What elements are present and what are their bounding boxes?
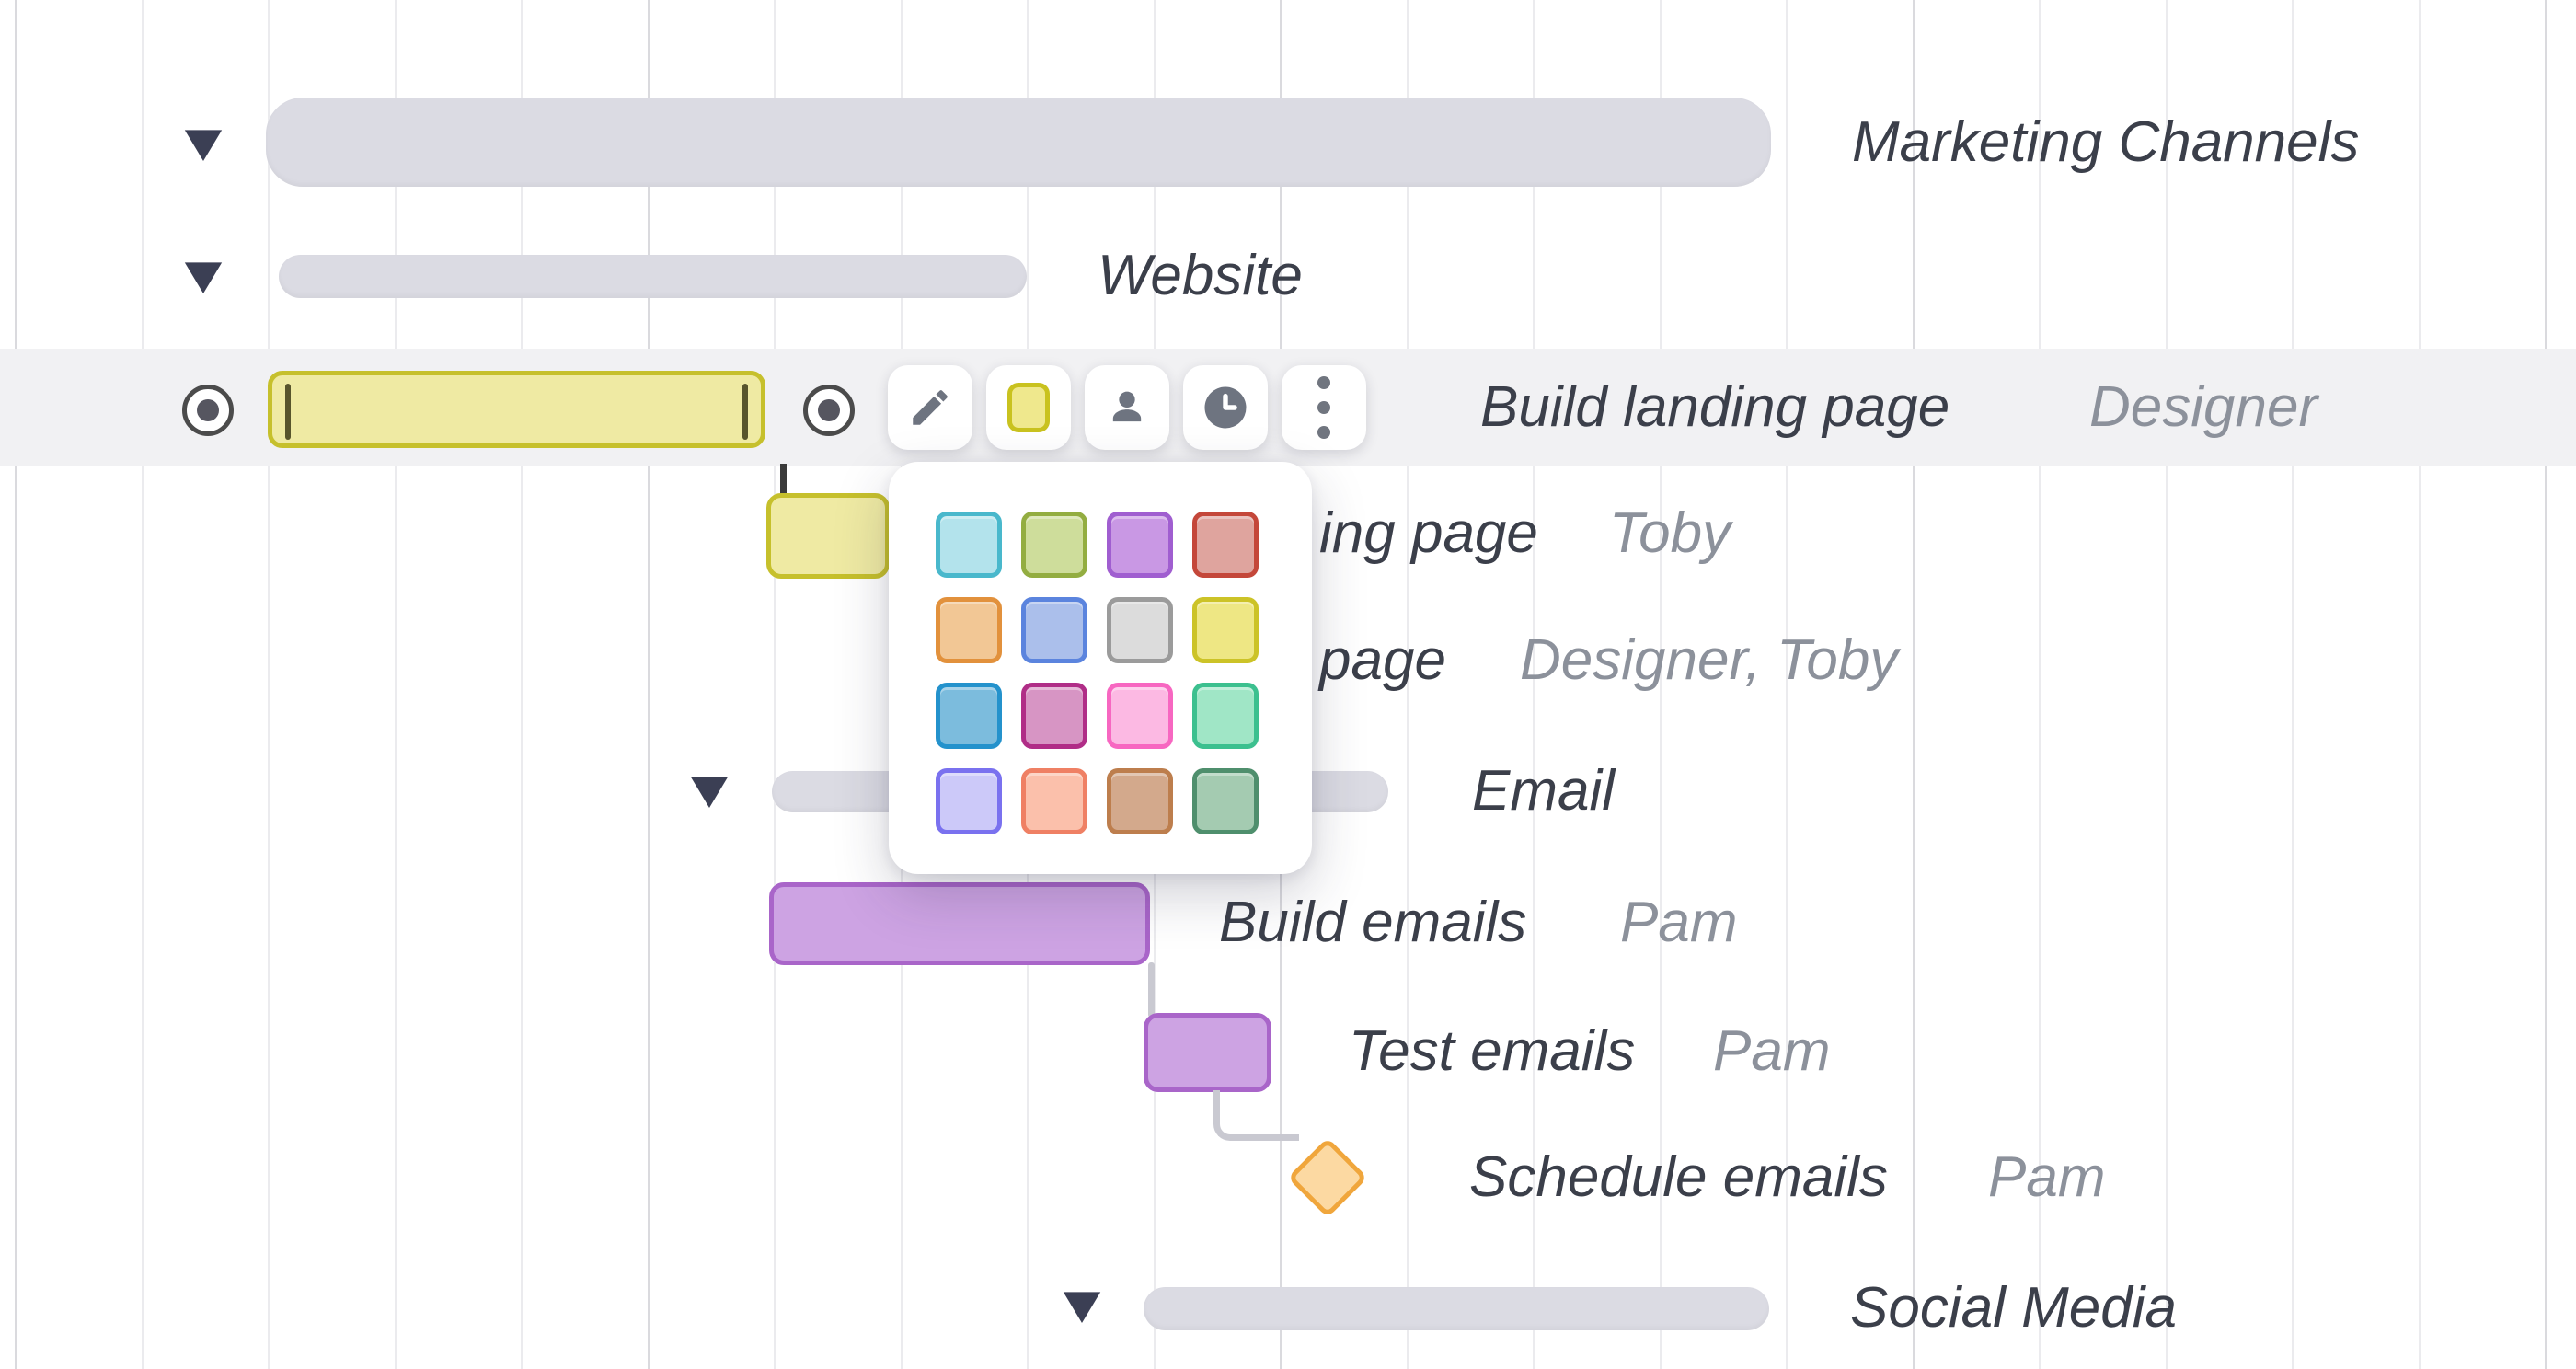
color-swatch-yellow-icon — [1007, 383, 1050, 432]
row-label-landing-page-3: page — [1319, 628, 1446, 693]
color-button[interactable] — [986, 365, 1071, 450]
row-label-marketing-channels: Marketing Channels — [1852, 110, 2360, 175]
gridline — [647, 0, 650, 1369]
gridline — [774, 0, 776, 1369]
gridline — [15, 0, 17, 1369]
time-button[interactable] — [1183, 365, 1268, 450]
collapse-triangle-marketing-channels[interactable] — [184, 130, 223, 161]
resize-handle-left[interactable] — [285, 384, 291, 440]
color-swatch-mint[interactable] — [1192, 683, 1259, 749]
dependency-test-to-schedule — [1213, 1090, 1299, 1141]
color-swatch-cyan[interactable] — [936, 512, 1002, 578]
gridline — [2292, 0, 2294, 1369]
color-swatch-red[interactable] — [1192, 512, 1259, 578]
group-bar-marketing-channels[interactable] — [266, 98, 1771, 187]
gridline — [1659, 0, 1662, 1369]
collapse-triangle-social-media[interactable] — [1063, 1292, 1101, 1323]
collapse-triangle-website[interactable] — [184, 262, 223, 293]
gridline — [521, 0, 523, 1369]
collapse-triangle-email[interactable] — [690, 777, 729, 808]
color-swatch-tan[interactable] — [1107, 768, 1173, 834]
color-swatch-magenta[interactable] — [1021, 683, 1087, 749]
color-picker-popup — [889, 462, 1312, 874]
task-bar-landing-page-2[interactable] — [766, 493, 890, 579]
dependency-build-to-test — [1148, 962, 1155, 1018]
gridline — [1406, 0, 1409, 1369]
gridline — [268, 0, 270, 1369]
gridline — [1912, 0, 1915, 1369]
gridline — [2165, 0, 2168, 1369]
assignee-schedule-emails: Pam — [1988, 1145, 2106, 1210]
group-bar-website[interactable] — [279, 255, 1027, 298]
row-label-build-landing-page: Build landing page — [1480, 375, 1950, 440]
color-picker-grid — [936, 512, 1259, 834]
color-swatch-gray[interactable] — [1107, 597, 1173, 663]
gridline — [141, 0, 144, 1369]
assignee-test-emails: Pam — [1713, 1019, 1831, 1084]
color-swatch-green[interactable] — [1021, 512, 1087, 578]
pencil-icon — [913, 390, 948, 425]
resize-handle-right[interactable] — [742, 384, 748, 440]
gridline — [1533, 0, 1535, 1369]
task-bar-build-emails[interactable] — [769, 882, 1150, 965]
gridline — [2039, 0, 2041, 1369]
task-bar-build-landing-page[interactable] — [268, 371, 765, 448]
gridline — [1786, 0, 1788, 1369]
clock-icon — [1204, 386, 1247, 429]
row-label-schedule-emails: Schedule emails — [1469, 1145, 1888, 1210]
dependency-handle-left[interactable] — [182, 385, 234, 436]
dependency-dot — [818, 399, 840, 421]
color-swatch-orange[interactable] — [936, 597, 1002, 663]
milestone-schedule-emails[interactable] — [1287, 1137, 1368, 1218]
task-bar-test-emails[interactable] — [1144, 1013, 1271, 1092]
gridline — [2418, 0, 2421, 1369]
kebab-menu-icon — [1317, 376, 1330, 439]
dependency-handle-right[interactable] — [803, 385, 855, 436]
gridline — [2545, 0, 2547, 1369]
person-icon — [1112, 391, 1142, 422]
assignee-landing-page-3: Designer, Toby — [1520, 628, 1899, 693]
more-button[interactable] — [1282, 365, 1366, 450]
gridline — [394, 0, 397, 1369]
color-swatch-steel-blue[interactable] — [936, 683, 1002, 749]
color-swatch-pink[interactable] — [1107, 683, 1173, 749]
row-label-social-media: Social Media — [1850, 1276, 2177, 1340]
color-swatch-yellow[interactable] — [1192, 597, 1259, 663]
color-swatch-periwinkle[interactable] — [936, 768, 1002, 834]
row-label-website: Website — [1098, 244, 1303, 308]
color-swatch-blue[interactable] — [1021, 597, 1087, 663]
assign-people-button[interactable] — [1085, 365, 1169, 450]
color-swatch-salmon[interactable] — [1021, 768, 1087, 834]
color-swatch-sea-green[interactable] — [1192, 768, 1259, 834]
row-label-test-emails: Test emails — [1349, 1019, 1636, 1084]
dependency-line-to-row4 — [780, 464, 787, 497]
row-label-build-emails: Build emails — [1219, 891, 1527, 955]
row-label-email: Email — [1472, 759, 1616, 823]
dependency-dot — [197, 399, 219, 421]
color-swatch-purple[interactable] — [1107, 512, 1173, 578]
assignee-build-emails: Pam — [1620, 891, 1738, 955]
row-label-landing-page-2: ing page — [1319, 501, 1538, 566]
assignee-landing-page-2: Toby — [1609, 501, 1731, 566]
assignee-build-landing-page: Designer — [2089, 375, 2318, 440]
group-bar-social-media[interactable] — [1144, 1287, 1769, 1330]
edit-button[interactable] — [888, 365, 972, 450]
